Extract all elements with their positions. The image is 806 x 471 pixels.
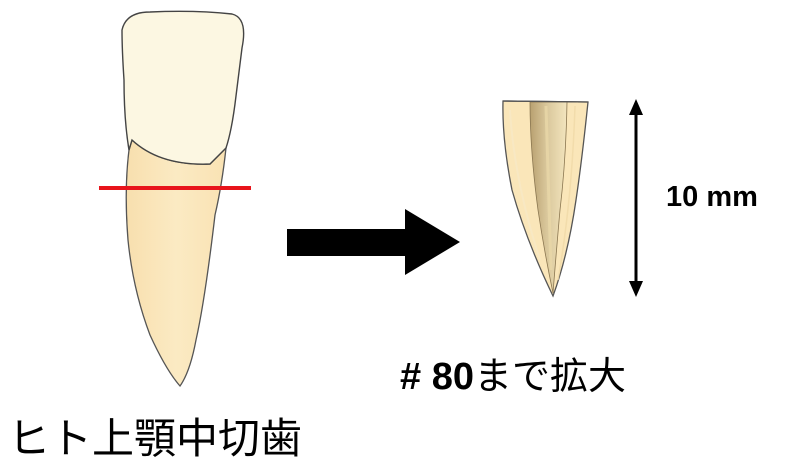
length-label: 10 mm	[666, 183, 758, 212]
right-arrow-icon	[287, 209, 460, 275]
root-segment	[503, 101, 588, 296]
enlarge-suffix: まで拡大	[474, 354, 626, 398]
enlarge-label: # 80まで拡大	[400, 357, 626, 396]
tooth-label: ヒト上顎中切歯	[8, 418, 302, 460]
tooth-crown	[122, 11, 244, 164]
dimension-arrow-icon	[629, 99, 643, 297]
tooth-root	[126, 140, 226, 386]
file-size-number: # 80	[400, 356, 474, 398]
